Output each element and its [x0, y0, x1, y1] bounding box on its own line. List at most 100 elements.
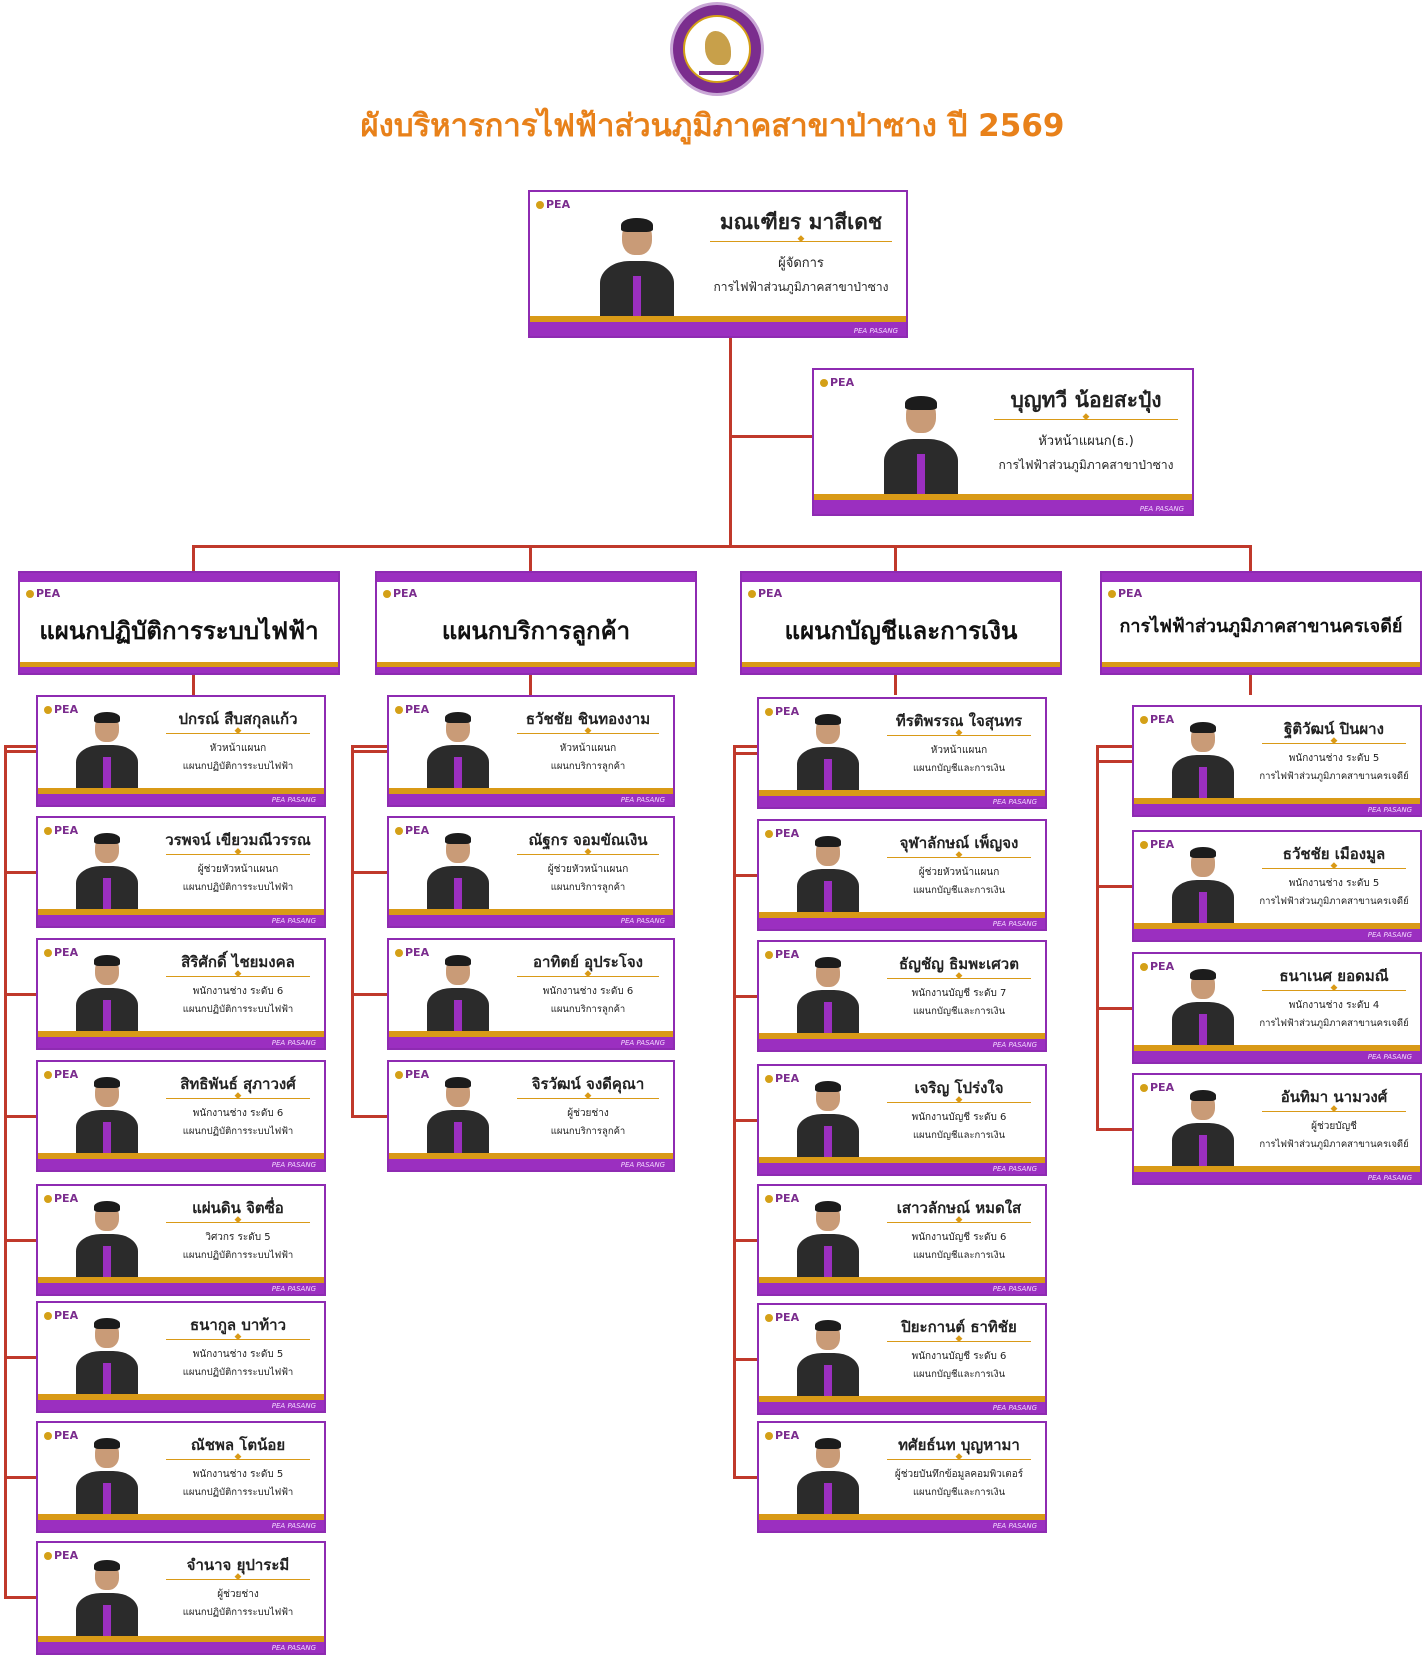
person-position: ผู้ช่วยช่าง [567, 1108, 609, 1119]
connector-line [529, 545, 532, 573]
person-position: พนักงานช่าง ระดับ 4 [1288, 1000, 1380, 1011]
purple-stripe [38, 1400, 324, 1411]
gold-stripe [38, 1514, 324, 1520]
portrait-hair [621, 218, 653, 232]
connector-line [192, 545, 195, 573]
purple-band-bottom [742, 667, 1060, 673]
purple-stripe [530, 322, 906, 336]
connector-line [733, 745, 736, 1476]
person-position: ผู้ช่วยหัวหน้าแผนก [197, 864, 279, 875]
ornament-divider [1262, 987, 1406, 995]
person-position: หัวหน้าแผนก [930, 745, 988, 756]
portrait-hair [94, 1438, 120, 1449]
ornament-divider [166, 1576, 310, 1584]
footer-tag: PEA PASANG [853, 327, 898, 335]
connector-line [192, 675, 195, 695]
person-position: พนักงานบัญชี ระดับ 6 [911, 1351, 1007, 1362]
portrait-photo [1172, 967, 1234, 1045]
portrait-hair [94, 833, 120, 844]
connector-line [4, 871, 36, 874]
person-position: พนักงานบัญชี ระดับ 6 [911, 1112, 1007, 1123]
connector-line [729, 435, 812, 438]
person-unit: แผนกบริการลูกค้า [550, 1126, 626, 1137]
portrait-photo [427, 1075, 489, 1153]
portrait-photo [76, 710, 138, 788]
connector-line [4, 1239, 36, 1242]
person-name: จุฬาลักษณ์ เพ็ญจง [899, 834, 1019, 852]
gold-stripe [389, 788, 673, 794]
portrait-tie [454, 1122, 462, 1153]
pea-logo: PEA [26, 587, 60, 600]
footer-tag: PEA PASANG [1367, 931, 1412, 939]
portrait-hair [815, 957, 841, 968]
ornament-divider [1262, 1108, 1406, 1116]
connector-line [4, 1356, 36, 1359]
purple-stripe [38, 915, 324, 926]
connector-line [733, 1476, 757, 1479]
portrait-hair [1190, 1090, 1216, 1101]
pea-logo: PEA [765, 948, 799, 961]
footer-tag: PEA PASANG [1139, 505, 1184, 513]
person-position: พนักงานช่าง ระดับ 5 [1288, 753, 1380, 764]
portrait-photo [1172, 845, 1234, 923]
portrait-tie [103, 1363, 111, 1394]
portrait-photo [884, 394, 958, 494]
gold-stripe [38, 1394, 324, 1400]
purple-stripe [759, 796, 1045, 807]
portrait-tie [824, 1246, 832, 1277]
person-name: จิรวัฒน์ จงดีคุณา [531, 1075, 645, 1093]
footer-tag: PEA PASANG [271, 1285, 316, 1293]
portrait-hair [94, 1077, 120, 1088]
person-unit: แผนกปฏิบัติการระบบไฟฟ้า [182, 1250, 294, 1261]
connector-line [733, 995, 757, 998]
person-unit: แผนกปฏิบัติการระบบไฟฟ้า [182, 1367, 294, 1378]
footer-tag: PEA PASANG [271, 1161, 316, 1169]
portrait-tie [824, 1483, 832, 1514]
gold-stripe [38, 1031, 324, 1037]
ornament-divider [166, 1336, 310, 1344]
purple-stripe [38, 1037, 324, 1048]
portrait-tie [103, 1000, 111, 1031]
purple-stripe [759, 1283, 1045, 1294]
pea-logo: PEA [1140, 713, 1174, 726]
portrait-photo [1172, 720, 1234, 798]
connector-line [733, 1119, 757, 1122]
portrait-photo [76, 1558, 138, 1636]
pea-logo: PEA [765, 1192, 799, 1205]
connector-line [351, 993, 387, 996]
connector-line [4, 745, 7, 1596]
connector-line [351, 750, 387, 753]
footer-tag: PEA PASANG [271, 1644, 316, 1652]
portrait-photo [76, 1316, 138, 1394]
gold-band [377, 662, 695, 667]
